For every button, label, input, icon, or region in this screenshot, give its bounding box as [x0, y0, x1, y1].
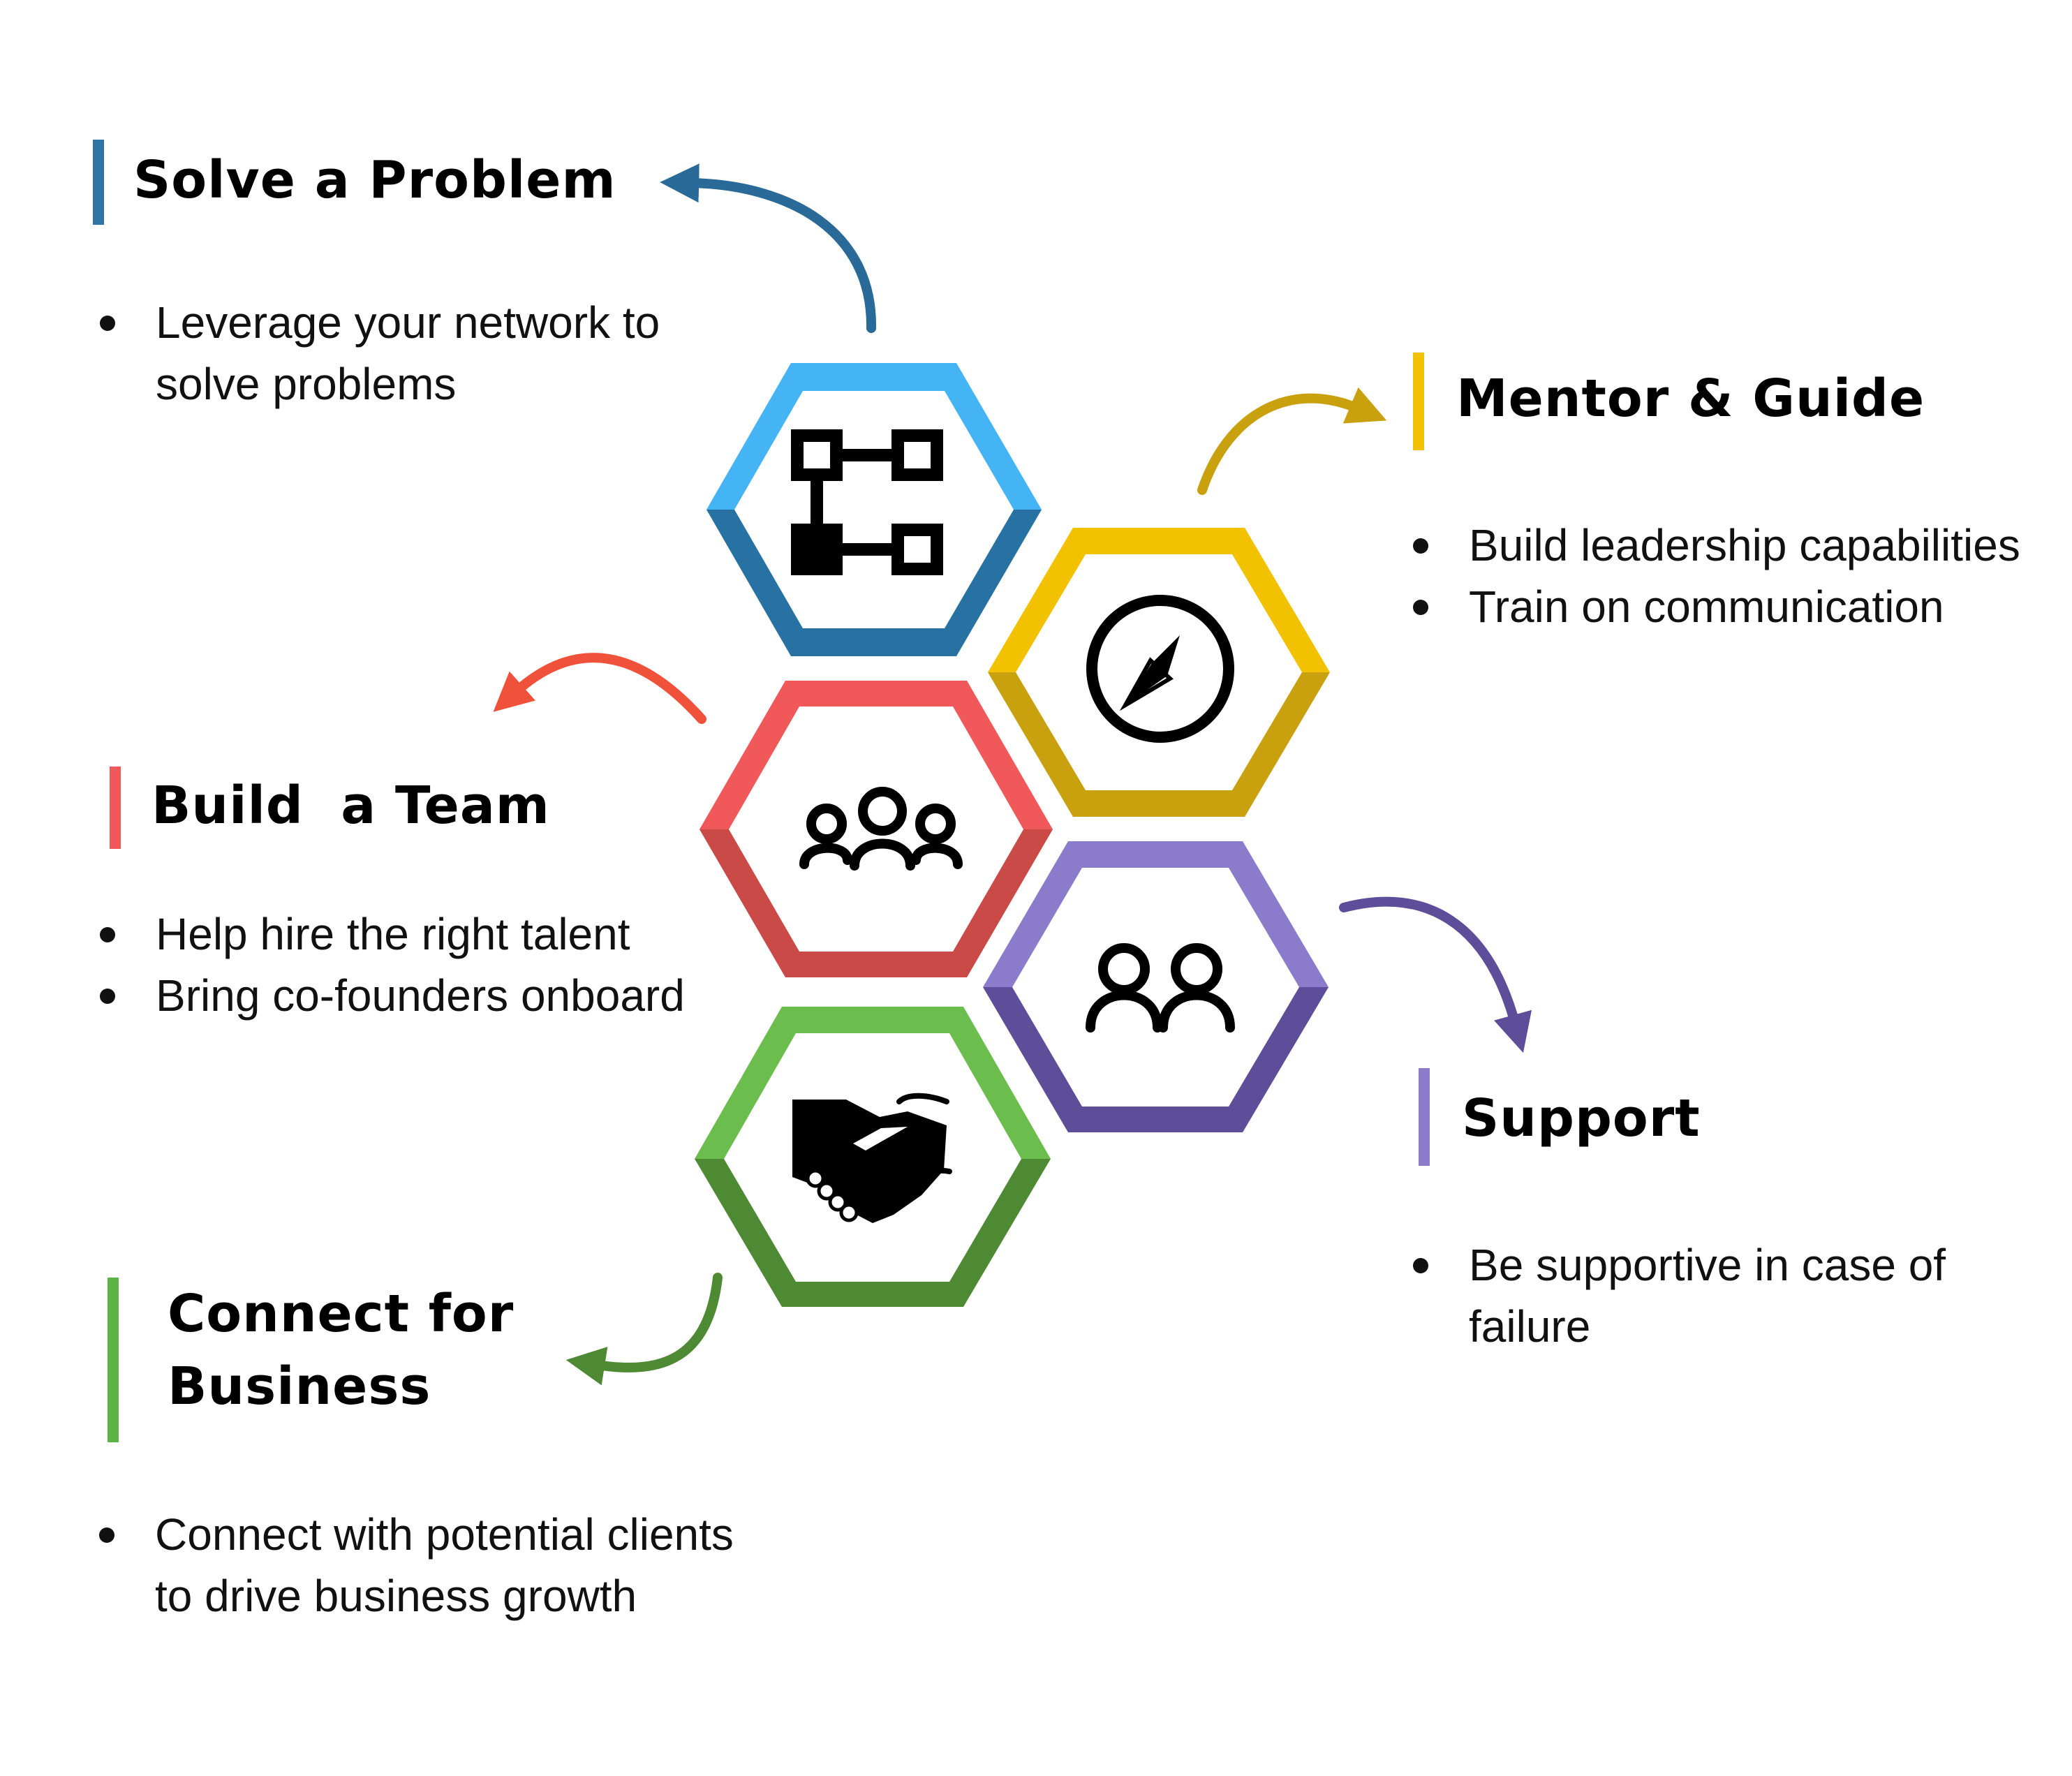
- bullet-item: Train on communication: [1413, 576, 2055, 637]
- flowchart-icon: [791, 429, 943, 575]
- arrow-support-icon: [1339, 896, 1532, 1053]
- section-connect-accent-bar: [108, 1278, 119, 1442]
- section-mentor-accent-bar: [1413, 353, 1424, 450]
- hexagon-solve: [706, 363, 1042, 656]
- section-connect-title-line1: Connect for: [168, 1284, 515, 1344]
- hexagon-team: [700, 681, 1053, 977]
- bullet-item: Be supportive in case of failure: [1413, 1234, 1958, 1357]
- section-connect: Connect for Business Connect with potent…: [99, 1278, 778, 1627]
- section-team-bullets: Help hire the right talent Bring co-foun…: [100, 903, 728, 1026]
- bullet-item: Help hire the right talent: [100, 903, 728, 965]
- section-connect-bullets: Connect with potential clients to drive …: [99, 1504, 769, 1627]
- section-connect-title: Connect for Business: [168, 1278, 514, 1423]
- section-support-bullets: Be supportive in case of failure: [1413, 1234, 1958, 1357]
- arrow-team-icon: [493, 653, 706, 724]
- section-mentor: Mentor & Guide Build leadership capabili…: [1413, 353, 2055, 646]
- bullet-item: Leverage your network to solve problems: [100, 292, 672, 415]
- section-team: Build a Team Help hire the right talent …: [100, 767, 738, 1060]
- section-solve-title: Solve a Problem: [133, 150, 616, 210]
- section-solve-accent-bar: [93, 140, 104, 225]
- section-support-accent-bar: [1419, 1068, 1430, 1166]
- bullet-item: Connect with potential clients to drive …: [99, 1504, 769, 1627]
- team-icon: [799, 787, 963, 871]
- handshake-icon: [792, 1093, 952, 1223]
- section-support: Support Be supportive in case of failure: [1413, 1068, 2047, 1361]
- arrow-solve-icon: [660, 163, 877, 333]
- arrow-connect-icon: [565, 1273, 723, 1386]
- bullet-item: Build leadership capabilities: [1413, 515, 2055, 576]
- hexagon-connect: [695, 1007, 1051, 1307]
- section-solve: Solve a Problem Leverage your network to…: [93, 140, 707, 433]
- hexagon-support: [983, 841, 1329, 1132]
- section-mentor-title: Mentor & Guide: [1456, 369, 1925, 429]
- section-solve-bullets: Leverage your network to solve problems: [100, 292, 672, 415]
- section-connect-title-line2: Business: [168, 1356, 431, 1416]
- section-mentor-bullets: Build leadership capabilities Train on c…: [1413, 515, 2055, 637]
- compass-icon: [1086, 595, 1234, 743]
- bullet-item: Bring co-founders onboard: [100, 965, 728, 1026]
- section-support-title: Support: [1462, 1088, 1701, 1148]
- arrow-mentor-icon: [1197, 387, 1387, 495]
- section-team-title: Build a Team: [151, 776, 550, 836]
- section-team-accent-bar: [110, 767, 121, 849]
- people-pair-icon: [1086, 943, 1235, 1033]
